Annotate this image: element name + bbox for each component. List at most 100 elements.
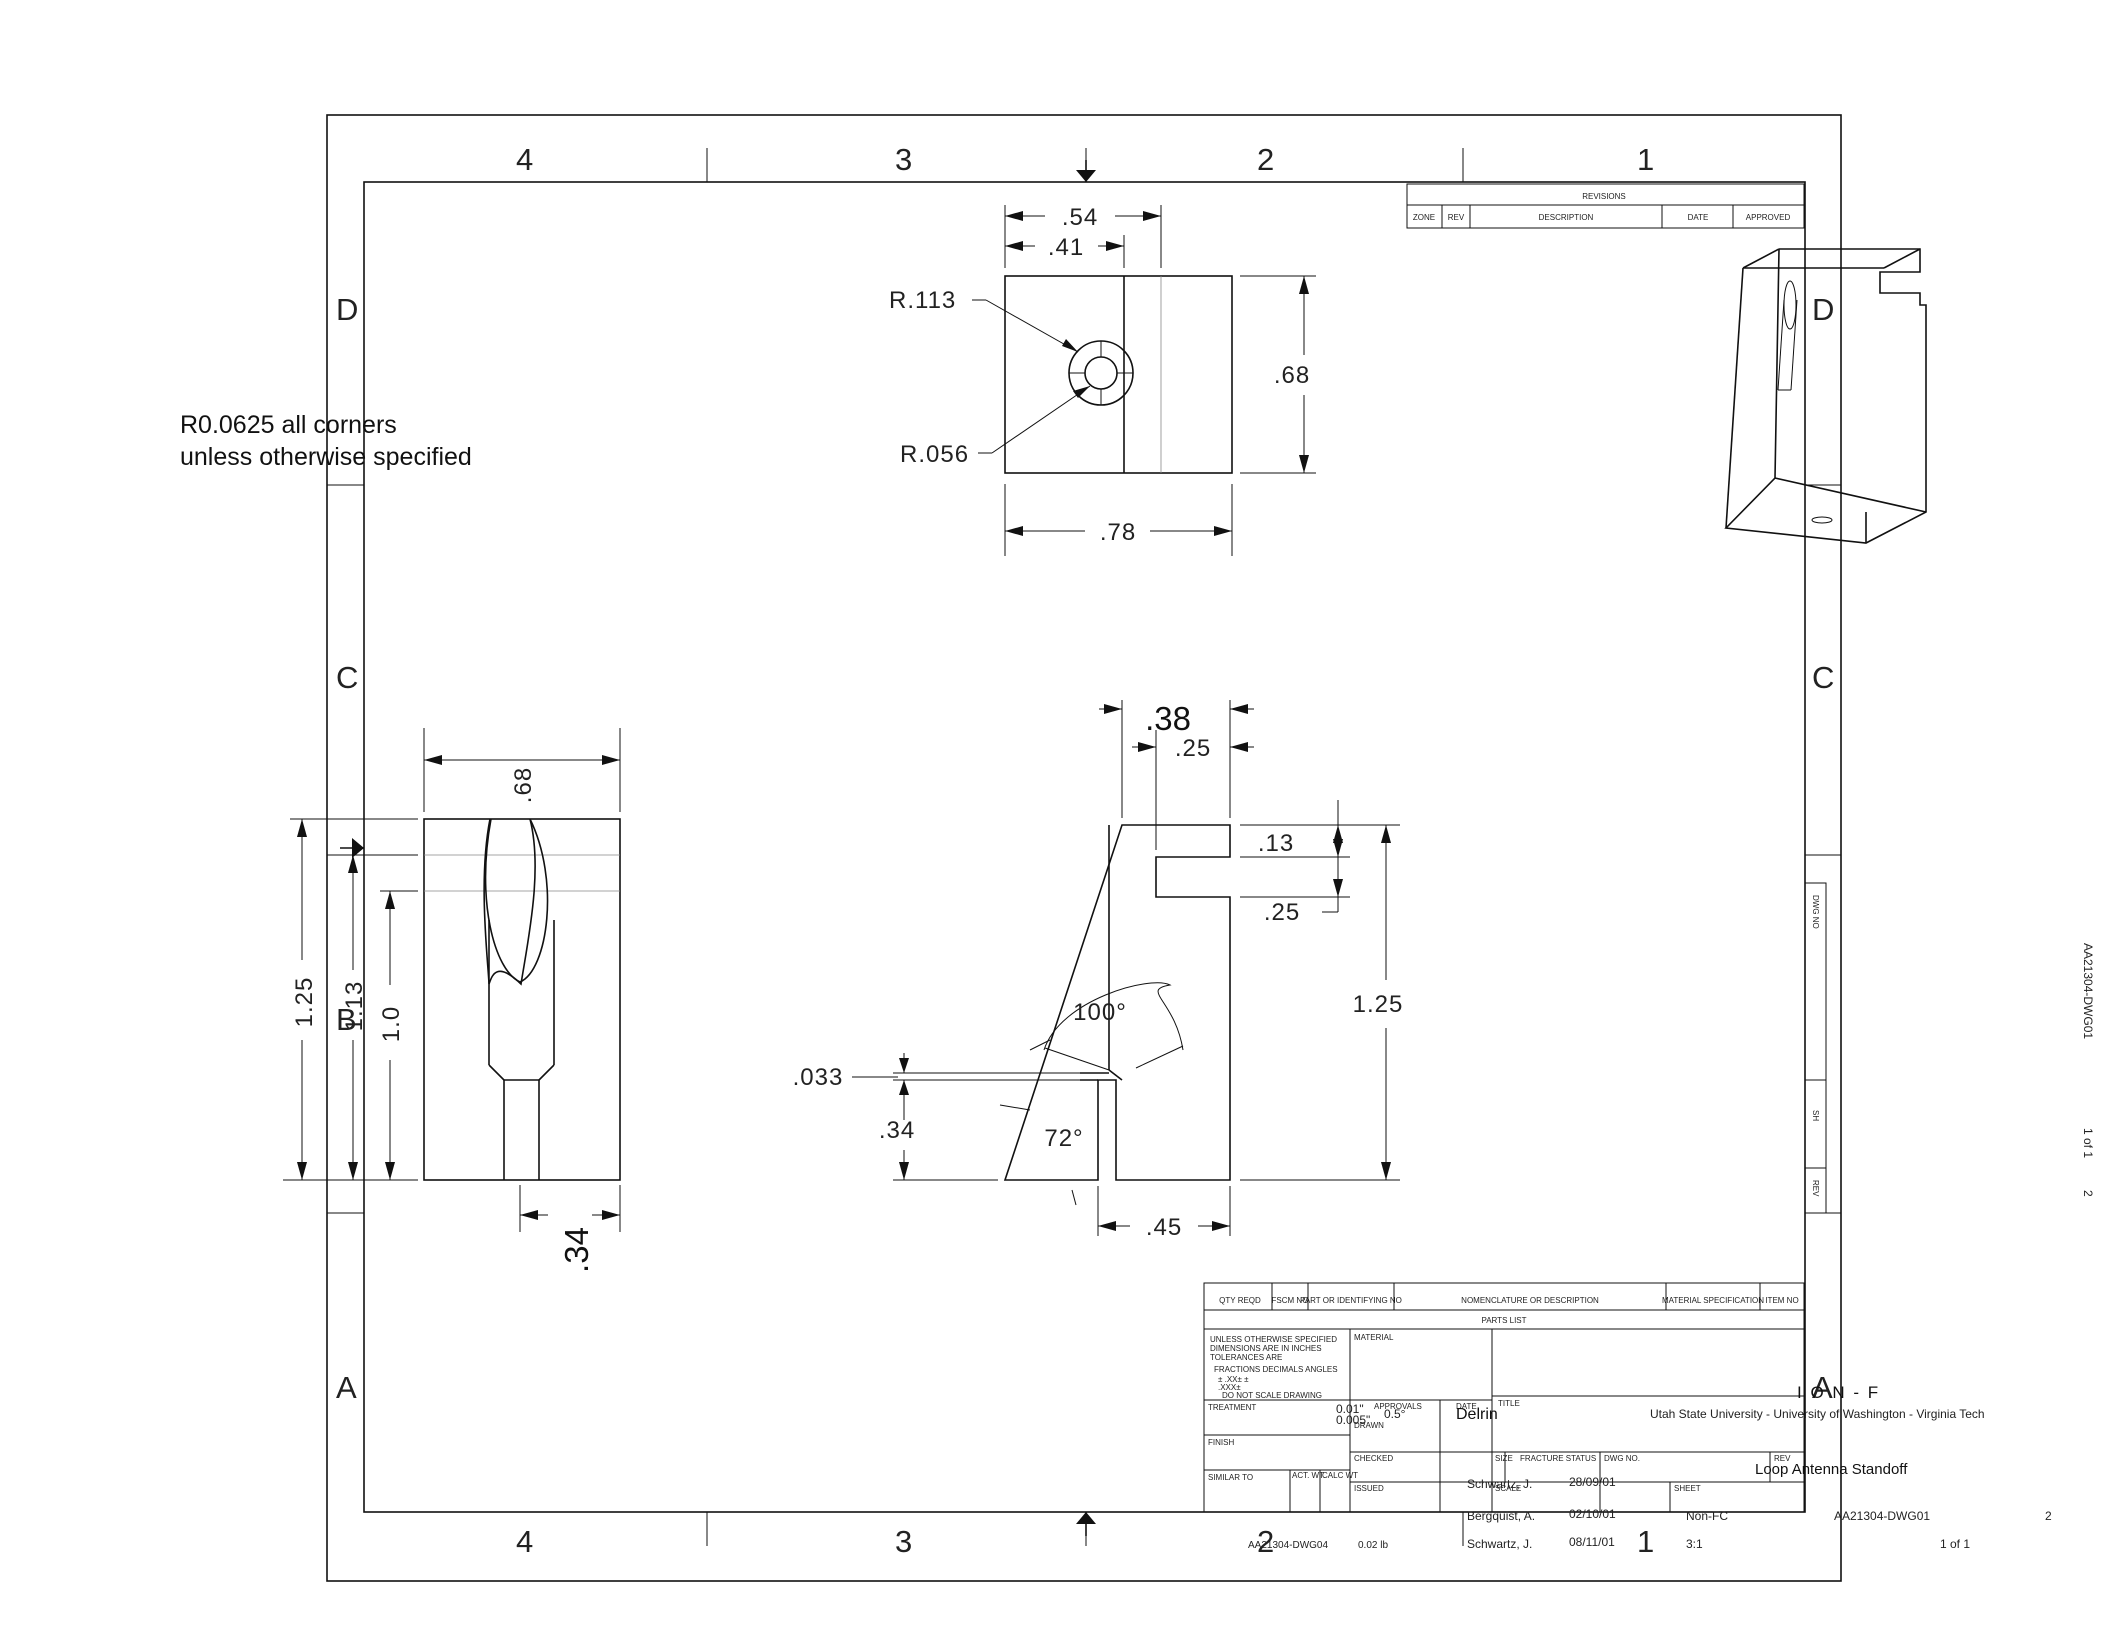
zone-bottom-2: 2 — [1257, 1524, 1274, 1559]
front-view: .38 .25 .13 .25 1.25 100° — [793, 700, 1404, 1241]
zone-left-a: A — [336, 1370, 357, 1405]
tb-tol-angle: 0.5° — [1384, 1407, 1406, 1421]
dim-side-68: .68 — [510, 767, 537, 803]
tb-dwg-no-label: DWG NO. — [1604, 1454, 1640, 1463]
tb-drawn-by: Schwartz, J. — [1467, 1477, 1532, 1491]
dim-front-angle-72: 72° — [1044, 1125, 1083, 1152]
dim-front-34: .34 — [879, 1117, 915, 1144]
tb-title-value: Loop Antenna Standoff — [1755, 1461, 1908, 1478]
revisions-col-date: DATE — [1688, 213, 1709, 222]
revisions-col-approved: APPROVED — [1746, 213, 1791, 222]
tb-drawn-label: DRAWN — [1354, 1421, 1384, 1430]
dim-front-angle-100: 100° — [1073, 999, 1127, 1026]
tb-rev-value: 2 — [2045, 1509, 2052, 1523]
tb-tol-0005: 0.005" — [1336, 1413, 1370, 1427]
dim-r-056: R.056 — [900, 441, 969, 468]
tb-material-label: MATERIAL — [1354, 1333, 1394, 1342]
revisions-col-rev: REV — [1448, 213, 1465, 222]
tb-tolerance-line-7: DO NOT SCALE DRAWING — [1222, 1391, 1322, 1400]
dim-front-38: .38 — [1145, 700, 1191, 737]
parts-col-item: ITEM NO — [1765, 1296, 1798, 1305]
dim-front-033: .033 — [793, 1064, 844, 1091]
dim-r-113: R.113 — [889, 287, 956, 314]
front-view-outline — [1003, 824, 1231, 1181]
strip-sh: SH — [1811, 1110, 1820, 1121]
tb-tolerance-line-6: .XXX± — [1218, 1383, 1241, 1392]
parts-col-qty: QTY REQD — [1219, 1296, 1261, 1305]
strip-rev: REV — [1811, 1180, 1820, 1197]
strip-dwg-value: AA21304-DWG01 — [2081, 943, 2095, 1039]
parts-list: QTY REQD FSCM NO PART OR IDENTIFYING NO … — [1203, 1282, 1805, 1330]
dim-top-54: .54 — [1062, 204, 1098, 231]
tb-calc-wt-label: CALC WT — [1322, 1471, 1358, 1480]
title-block: UNLESS OTHERWISE SPECIFIED DIMENSIONS AR… — [1203, 1328, 2052, 1551]
zone-bottom-4: 4 — [516, 1524, 533, 1559]
zone-right-c: C — [1812, 660, 1834, 695]
center-arrow-top — [1076, 170, 1096, 182]
zone-right-a: A — [1812, 1370, 1833, 1405]
center-arrow-bottom — [1076, 1512, 1096, 1524]
revisions-col-zone: ZONE — [1413, 213, 1435, 222]
zone-labels: 4 3 2 1 4 3 2 1 D C B A D C A — [336, 142, 1834, 1559]
counterbore-inner-circle — [1084, 356, 1118, 390]
side-view-bore — [483, 818, 536, 986]
tb-tol-001: 0.01" — [1336, 1402, 1364, 1416]
tb-issued-by: Schwartz, J. — [1467, 1537, 1532, 1551]
side-strip: DWG NO SH REV AA21304-DWG01 1 of 1 2 — [1804, 882, 2095, 1214]
strip-rev-value: 2 — [2081, 1190, 2095, 1197]
tb-tolerance-line-2: DIMENSIONS ARE IN INCHES — [1210, 1344, 1322, 1353]
zone-bottom-1: 1 — [1637, 1524, 1654, 1559]
zone-bottom-3: 3 — [895, 1524, 912, 1559]
tb-checked-label: CHECKED — [1354, 1454, 1393, 1463]
dim-front-13: .13 — [1258, 830, 1294, 857]
dim-top-68: .68 — [1274, 362, 1310, 389]
top-view: .54 .41 R.113 R.056 .68 .78 — [889, 204, 1316, 556]
isometric-view — [1724, 248, 1927, 544]
tb-scale-label: SCALE — [1495, 1484, 1521, 1493]
dim-top-41: .41 — [1048, 234, 1084, 261]
note-line-2: unless otherwise specified — [180, 443, 472, 471]
dim-front-45: .45 — [1146, 1214, 1182, 1241]
center-arrow-left — [352, 838, 364, 858]
revisions-col-description: DESCRIPTION — [1539, 213, 1594, 222]
tb-size-label: SIZE — [1495, 1454, 1513, 1463]
dim-front-125: 1.25 — [1353, 991, 1404, 1018]
tb-org-sub: Utah State University - University of Wa… — [1650, 1407, 1985, 1421]
tb-approvals-label: APPROVALS — [1374, 1402, 1422, 1411]
revisions-table: REVISIONS ZONE REV DESCRIPTION DATE APPR… — [1406, 183, 1805, 229]
parts-list-caption: PARTS LIST — [1481, 1316, 1526, 1325]
tb-checked-by: Bergquist, A. — [1467, 1509, 1535, 1523]
parts-col-material: MATERIAL SPECIFICATION — [1662, 1296, 1764, 1305]
tb-tolerance-line-4: FRACTIONS DECIMALS ANGLES — [1214, 1365, 1338, 1374]
tb-issued-label: ISSUED — [1354, 1484, 1384, 1493]
zone-top-3: 3 — [895, 142, 912, 177]
tb-sheet-value: 1 of 1 — [1940, 1537, 1970, 1551]
tb-rev-label: REV — [1774, 1454, 1791, 1463]
tb-material-value: Delrin — [1456, 1406, 1498, 1423]
strip-sheet-value: 1 of 1 — [2081, 1128, 2095, 1158]
strip-dwg-no: DWG NO — [1811, 895, 1820, 929]
zone-left-c: C — [336, 660, 358, 695]
parts-col-part-no: PART OR IDENTIFYING NO — [1300, 1296, 1402, 1305]
tb-fracture-label: FRACTURE STATUS — [1520, 1454, 1596, 1463]
dim-front-25-top: .25 — [1175, 735, 1211, 762]
tb-checked-date: 02/10/01 — [1569, 1507, 1616, 1521]
zone-left-d: D — [336, 292, 358, 327]
zone-right-d: D — [1812, 292, 1834, 327]
dim-side-125: 1.25 — [291, 977, 318, 1028]
zone-top-2: 2 — [1257, 142, 1274, 177]
tb-dwg-no-value: AA21304-DWG01 — [1834, 1509, 1930, 1523]
zone-top-4: 4 — [516, 142, 533, 177]
tb-finish-label: FINISH — [1208, 1438, 1234, 1447]
dim-top-78: .78 — [1100, 519, 1136, 546]
tb-tolerance-line-1: UNLESS OTHERWISE SPECIFIED — [1210, 1335, 1337, 1344]
tb-tolerance-line-3: TOLERANCES ARE — [1210, 1353, 1282, 1362]
dim-side-34: .34 — [558, 1227, 595, 1273]
tb-act-wt-label: ACT. WT. — [1292, 1471, 1325, 1480]
tb-similar-value: AA21304-DWG04 — [1248, 1540, 1328, 1551]
dim-side-10: 1.0 — [378, 1006, 405, 1042]
dim-side-113: 1.13 — [341, 981, 368, 1032]
tb-title-label: TITLE — [1498, 1399, 1520, 1408]
revisions-title: REVISIONS — [1582, 192, 1626, 201]
corner-radius-note: R0.0625 all corners unless otherwise spe… — [180, 411, 472, 471]
